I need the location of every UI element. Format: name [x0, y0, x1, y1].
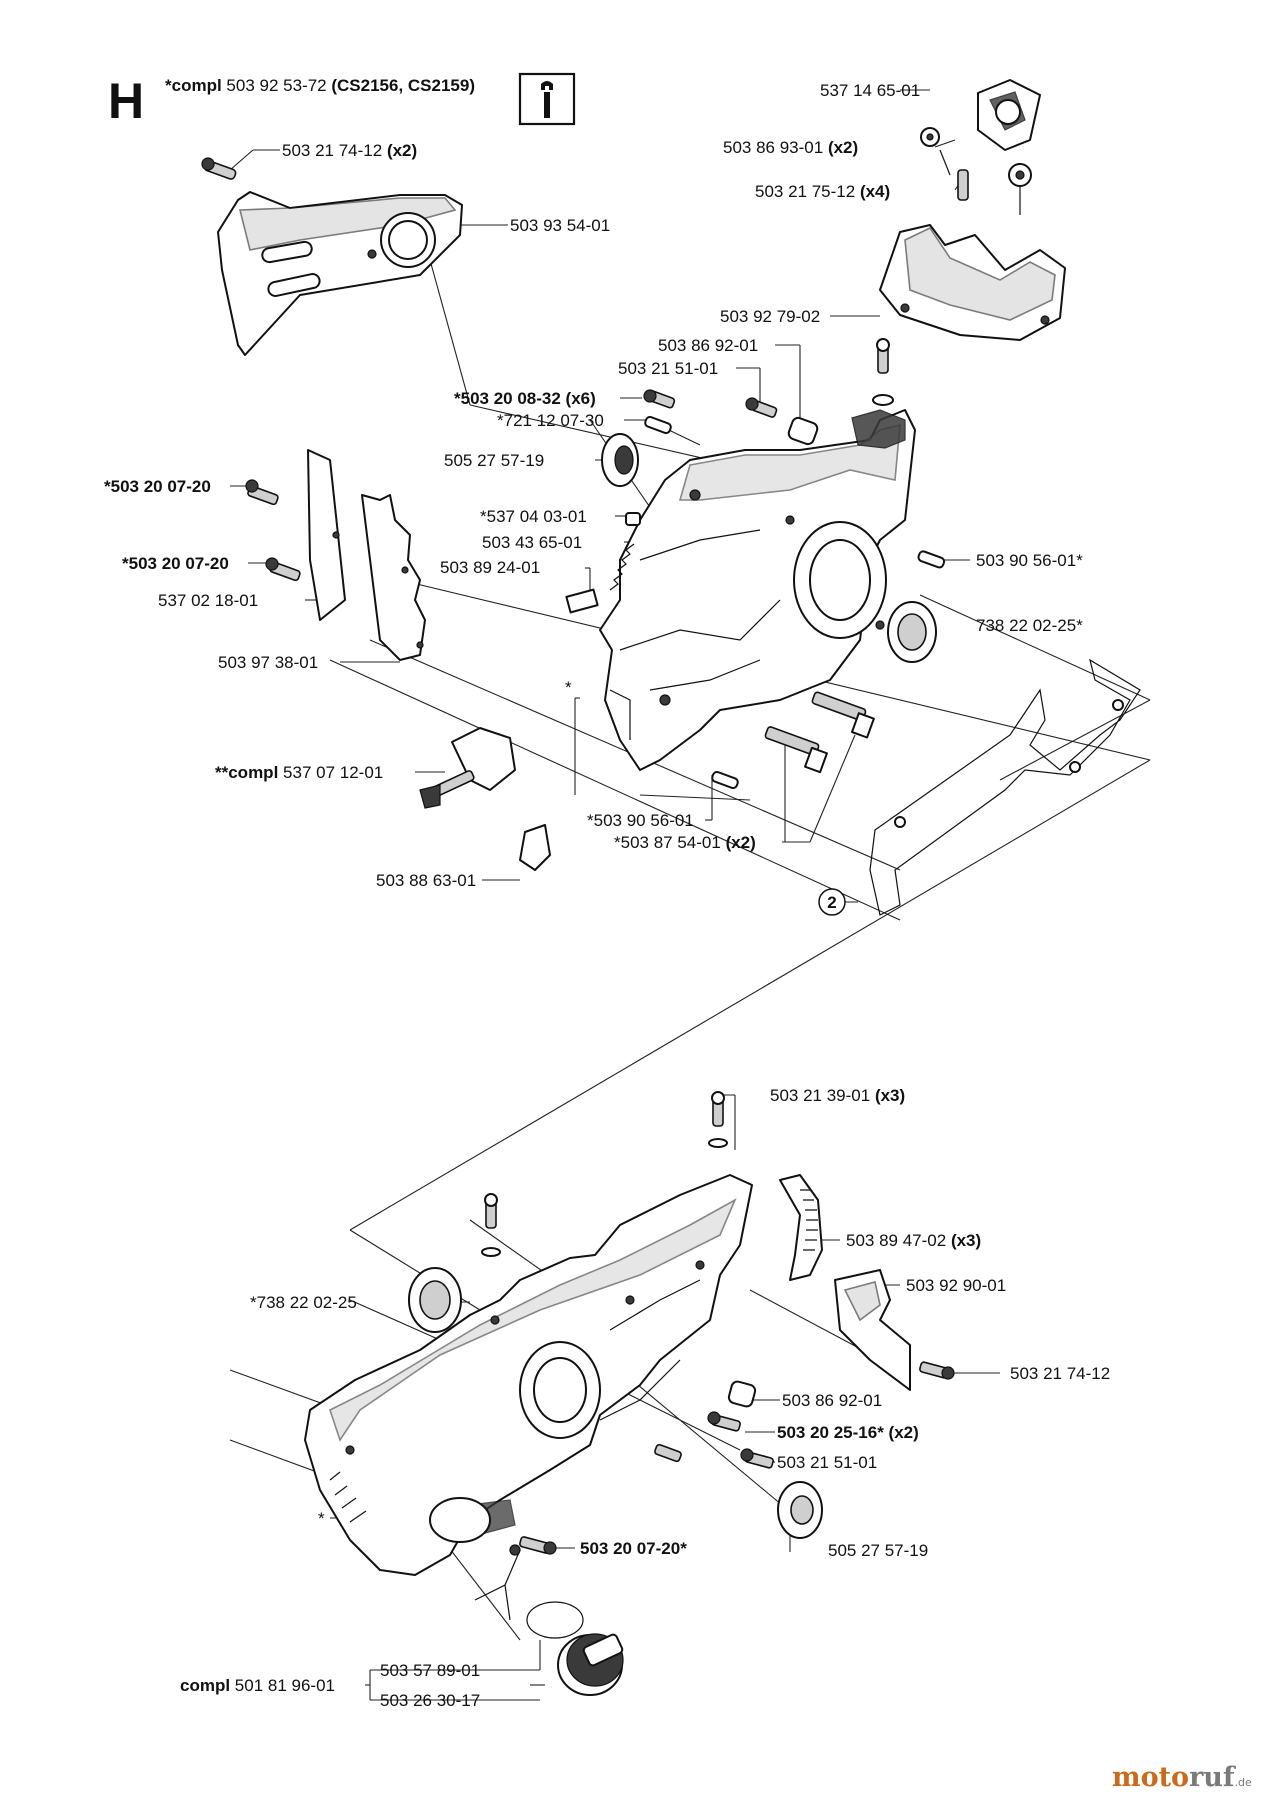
seal	[777, 1481, 823, 1539]
bushing	[727, 1380, 757, 1408]
label-503-20-25-16: 503 20 25-16* (x2)	[777, 1423, 919, 1442]
filter-cover	[977, 79, 1041, 151]
wrench-info-icon	[518, 72, 576, 126]
label-721-12-07-30: *721 12 07-30	[497, 411, 604, 430]
filler-pickup	[474, 1544, 521, 1621]
label-503-92-79-02: 503 92 79-02	[720, 307, 820, 326]
label-503-21-51-01-lower: 503 21 51-01	[777, 1453, 877, 1472]
leader-lines-upper	[229, 89, 1151, 1231]
knob-1	[920, 127, 951, 176]
screw	[481, 1193, 501, 1257]
cylinder-cover	[879, 224, 1066, 341]
label-537-07-12-01: **compl 537 07 12-01	[215, 763, 383, 782]
crankcase-upper	[599, 409, 916, 771]
watermark-logo: motoruf.de	[1112, 1762, 1252, 1793]
label-503-92-90-01: 503 92 90-01	[906, 1276, 1006, 1295]
screw	[707, 1411, 741, 1432]
svg-text:motoruf.de: motoruf.de	[1112, 1762, 1252, 1793]
bushing	[787, 416, 819, 446]
pin	[917, 550, 946, 569]
seal	[601, 433, 639, 487]
label-537-02-18-01: 537 02 18-01	[158, 591, 258, 610]
handle-strip	[779, 1174, 823, 1281]
label-503-21-75-12: 503 21 75-12 (x4)	[755, 182, 890, 201]
label-503-20-08-32: *503 20 08-32 (x6)	[454, 389, 596, 408]
screw	[872, 338, 894, 406]
screw	[919, 1361, 955, 1380]
label-503-86-92-01: 503 86 92-01	[658, 336, 758, 355]
bearing	[887, 601, 937, 663]
side-cover	[217, 191, 463, 356]
pad	[565, 588, 599, 614]
label-asterisk-upper: *	[565, 678, 572, 697]
fuel-cap	[557, 1633, 624, 1696]
screw	[519, 1536, 557, 1555]
callout-2: 2	[818, 888, 846, 916]
header-title: *compl 503 92 53-72 (CS2156, CS2159)	[165, 76, 475, 95]
label-503-97-38-01: 503 97 38-01	[218, 653, 318, 672]
label-503-87-54-01: *503 87 54-01 (x2)	[614, 833, 756, 852]
screw	[957, 169, 969, 201]
label-738-22-02-25: *738 22 02-25	[250, 1293, 357, 1312]
bolt	[811, 691, 875, 739]
bolt	[764, 726, 828, 774]
chain-tensioner	[419, 727, 516, 809]
label-503-86-93-01: 503 86 93-01 (x2)	[723, 138, 858, 157]
label-537-04-03-01: *537 04 03-01	[480, 507, 587, 526]
label-503-86-92-01-lower: 503 86 92-01	[782, 1391, 882, 1410]
guide-plate	[307, 449, 346, 621]
pin	[644, 415, 672, 435]
label-503-89-24-01: 503 89 24-01	[440, 558, 540, 577]
screw	[201, 157, 237, 180]
label-537-14-65-01: 537 14 65-01	[820, 81, 920, 100]
label-503-21-74-12-x2: 503 21 74-12 (x2)	[282, 141, 417, 160]
screw	[654, 1443, 682, 1463]
label-505-27-57-19-lower: 505 27 57-19	[828, 1541, 928, 1560]
label-503-88-63-01: 503 88 63-01	[376, 871, 476, 890]
label-503-20-07-20-a: *503 20 07-20	[104, 477, 211, 496]
knob-2	[1008, 163, 1032, 215]
label-738-22-02-25-star: 738 22 02-25*	[976, 616, 1083, 635]
label-503-21-51-01: 503 21 51-01	[618, 359, 718, 378]
screw	[245, 479, 279, 506]
label-503-43-65-01: 503 43 65-01	[482, 533, 582, 552]
clip	[519, 824, 551, 871]
label-501-81-96-01: compl 501 81 96-01	[180, 1676, 335, 1695]
spring	[609, 543, 635, 591]
part-labels: 537 14 65-01 503 86 93-01 (x2) 503 21 75…	[104, 81, 1110, 1710]
label-503-20-07-20-b: *503 20 07-20	[122, 554, 229, 573]
label-503-26-30-17: 503 26 30-17	[380, 1691, 480, 1710]
label-503-20-07-20-star: 503 20 07-20*	[580, 1539, 687, 1558]
gasket	[869, 658, 1141, 916]
bearing	[408, 1267, 462, 1333]
label-503-90-56-01: *503 90 56-01	[587, 811, 694, 830]
label-503-57-89-01: 503 57 89-01	[380, 1661, 480, 1680]
crankcase-lower	[304, 1174, 753, 1576]
screw	[740, 1448, 774, 1469]
screw	[265, 557, 301, 582]
label-503-93-54-01: 503 93 54-01	[510, 216, 610, 235]
label-503-21-39-01: 503 21 39-01 (x3)	[770, 1086, 905, 1105]
label-505-27-57-19: 505 27 57-19	[444, 451, 544, 470]
screw	[643, 389, 676, 409]
screw	[708, 1091, 728, 1148]
label-asterisk-lower: *	[318, 1509, 325, 1528]
pin	[711, 770, 739, 790]
screw	[745, 397, 778, 418]
section-letter: H	[108, 73, 144, 129]
bumper-spike	[361, 494, 426, 661]
o-ring	[526, 1601, 584, 1639]
label-503-90-56-01-star: 503 90 56-01*	[976, 551, 1083, 570]
plate	[834, 1269, 911, 1391]
svg-text:2: 2	[827, 893, 836, 912]
label-503-21-74-12: 503 21 74-12	[1010, 1364, 1110, 1383]
pin-small	[625, 512, 641, 526]
label-503-89-47-02: 503 89 47-02 (x3)	[846, 1231, 981, 1250]
